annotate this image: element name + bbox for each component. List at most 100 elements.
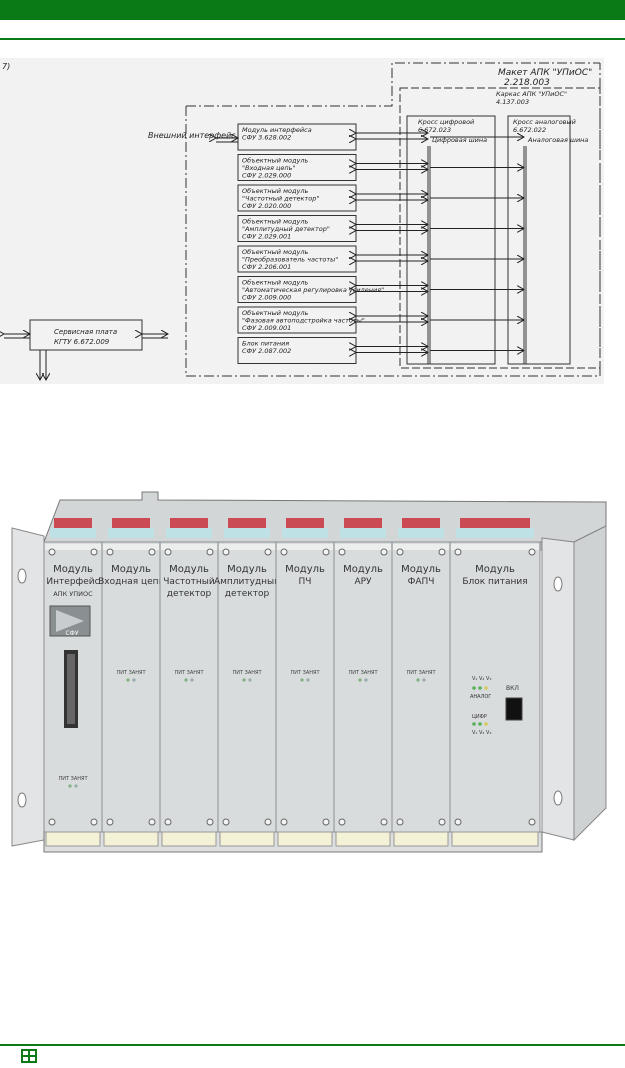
card-edge bbox=[228, 518, 266, 528]
card-edge bbox=[286, 518, 324, 528]
panel-title-line2: Амплитудный bbox=[214, 577, 280, 587]
footer-rule bbox=[0, 1044, 625, 1046]
panel-title-line2: ФАПЧ bbox=[408, 577, 435, 587]
panel-title-line1: Модуль bbox=[111, 564, 151, 575]
sfu-label: СФУ bbox=[65, 630, 78, 637]
structure-diagram: 7) Внешний интерфейс Макет АПК "УПиОС" 2… bbox=[0, 58, 604, 384]
panel-title-line1: Модуль bbox=[343, 564, 383, 575]
rack-left-ear bbox=[11, 527, 45, 847]
label-plate bbox=[45, 831, 101, 847]
digital-cross-code: 6.672.023 bbox=[418, 126, 451, 134]
module-label: СФУ 2.087.002 bbox=[242, 347, 291, 355]
module-label: "Фазовая автоподстройка частоты" bbox=[242, 317, 365, 325]
v-labels: V₁ V₂ V₃ bbox=[472, 676, 491, 682]
digital-cross-box bbox=[406, 115, 496, 365]
module-label: Объектный модуль bbox=[242, 157, 308, 165]
module-label: СФУ 2.020.000 bbox=[242, 202, 291, 210]
panel-title-line2: Входная цепь bbox=[98, 577, 164, 587]
panel-title-line2: Интерфейс bbox=[46, 577, 99, 587]
led-caption: ПИТ ЗАНЯТ bbox=[290, 670, 320, 676]
module-label: Модуль интерфейса bbox=[242, 126, 312, 134]
card-edge bbox=[170, 518, 208, 528]
label-plate bbox=[393, 831, 449, 847]
label-plate bbox=[103, 831, 159, 847]
corner-label: 7) bbox=[2, 62, 10, 71]
digital-cross-title: Кросс цифровой bbox=[418, 118, 474, 126]
panel-title-line1: Модуль bbox=[169, 564, 209, 575]
macket-frame bbox=[185, 63, 601, 377]
card-edge bbox=[54, 518, 92, 528]
panel-title-line1: Модуль bbox=[227, 564, 267, 575]
module-label: Объектный модуль bbox=[242, 187, 308, 195]
module-label: "Амплитудный детектор" bbox=[242, 225, 330, 233]
card-title: Каркас АПК "УПиОС" bbox=[496, 90, 567, 98]
module-label: СФУ 2.206.001 bbox=[242, 263, 291, 271]
label-plate bbox=[161, 831, 217, 847]
panel-title-line1: Модуль bbox=[285, 564, 325, 575]
module-label: "Преобразователь частоты" bbox=[242, 256, 338, 264]
panel-title-line2: ПЧ bbox=[299, 577, 312, 587]
label-plate bbox=[451, 831, 539, 847]
card-edge bbox=[402, 518, 440, 528]
card-edge bbox=[344, 518, 382, 528]
analog-cross-title: Кросс аналоговый bbox=[513, 118, 576, 126]
panel-title-line3: детектор bbox=[225, 589, 270, 599]
diagram-svg: 7) Внешний интерфейс Макет АПК "УПиОС" 2… bbox=[0, 62, 601, 384]
power-switch-label: ВКЛ bbox=[506, 685, 519, 692]
external-interface-label: Внешний интерфейс bbox=[148, 131, 236, 140]
service-board-label: Сервисная плата bbox=[54, 328, 117, 336]
module-label: СФУ 3.628.002 bbox=[242, 134, 291, 142]
panel-title-line3: детектор bbox=[167, 589, 212, 599]
panel-title-line2: АРУ bbox=[354, 577, 372, 587]
apk-label: АПК УПИОС bbox=[53, 590, 93, 598]
module-label: "Входная цепь" bbox=[242, 164, 295, 172]
header-band bbox=[0, 0, 625, 20]
panel-title-line1: Модуль bbox=[401, 564, 441, 575]
label-plate bbox=[335, 831, 391, 847]
led-caption: ПИТ ЗАНЯТ bbox=[116, 670, 146, 676]
module-label: Объектный модуль bbox=[242, 279, 308, 287]
module-label: СФУ 2.029.001 bbox=[242, 233, 291, 241]
power-switch[interactable] bbox=[505, 697, 523, 721]
macket-code: 2.218.003 bbox=[504, 78, 550, 88]
panel-title-line1: Модуль bbox=[53, 564, 93, 575]
module-label: Объектный модуль bbox=[242, 248, 308, 256]
analog-bus-label: Аналоговая шина bbox=[527, 136, 588, 144]
led-caption: ПИТ ЗАНЯТ bbox=[348, 670, 378, 676]
service-board-code: КГТУ 6.672.009 bbox=[54, 338, 110, 346]
module-label: Блок питания bbox=[242, 340, 289, 348]
analog-cross-box bbox=[507, 115, 571, 365]
label-plate bbox=[277, 831, 333, 847]
digit-label: ЦИФР bbox=[472, 714, 487, 720]
analog-cross-code: 6.672.022 bbox=[513, 126, 546, 134]
panel-title-line1: Модуль bbox=[475, 564, 515, 575]
macket-title: Макет АПК "УПиОС" bbox=[498, 68, 592, 78]
module-label: Объектный модуль bbox=[242, 218, 308, 226]
module-label: СФУ 2.009.000 bbox=[242, 294, 291, 302]
led-caption: ПИТ ЗАНЯТ bbox=[174, 670, 204, 676]
led-caption: ПИТ ЗАНЯТ bbox=[406, 670, 436, 676]
digital-bus-label: Цифровая шина bbox=[432, 136, 487, 144]
panel-title-line2: Блок питания bbox=[462, 577, 527, 587]
module-label: СФУ 2.029.000 bbox=[242, 172, 291, 180]
analog-label: АНАЛОГ bbox=[470, 694, 491, 700]
led-caption: ПИТ ЗАНЯТ bbox=[232, 670, 262, 676]
panel-title-line2: Частотный bbox=[163, 577, 215, 587]
logo-icon bbox=[21, 1049, 37, 1063]
module-label: "Частотный детектор" bbox=[242, 195, 319, 203]
card-code: 4.137.003 bbox=[496, 98, 529, 106]
v-labels: V₁ V₂ V₃ bbox=[472, 730, 491, 736]
module-label: Объектный модуль bbox=[242, 309, 308, 317]
card-edge bbox=[112, 518, 150, 528]
header-rule bbox=[0, 38, 625, 40]
